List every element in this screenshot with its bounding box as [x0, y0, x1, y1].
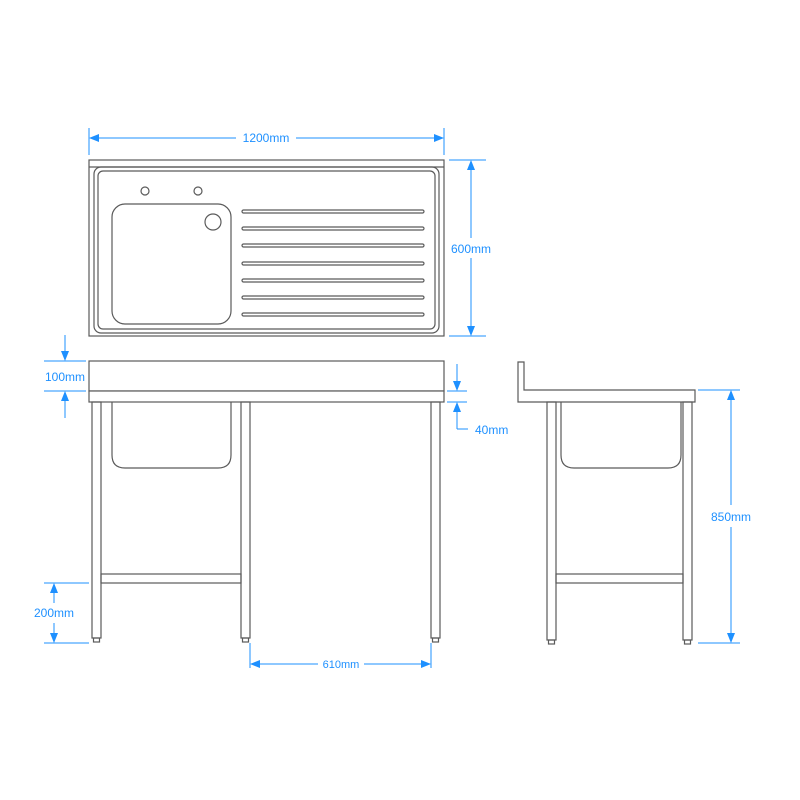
top-thickness-label: 40mm — [475, 423, 508, 437]
dim-depth: 600mm — [449, 159, 491, 337]
depth-label: 600mm — [451, 242, 491, 256]
leg-spacing-label: 610mm — [323, 659, 360, 671]
dim-top-thickness: 40mm — [447, 364, 508, 437]
dim-height: 850mm — [698, 389, 751, 644]
width-label: 1200mm — [243, 131, 290, 145]
drainer-grooves — [241, 209, 425, 317]
dim-undershelf: 200mm — [34, 582, 89, 644]
tap-hole-icon — [140, 186, 150, 196]
undershelf-label: 200mm — [34, 606, 74, 620]
front-view — [88, 360, 445, 643]
tap-hole-icon — [193, 186, 203, 196]
top-view — [88, 159, 445, 337]
dim-upstand: 100mm — [44, 335, 86, 418]
side-view — [517, 361, 696, 645]
sink-bowl — [111, 203, 232, 325]
dim-width: 1200mm — [88, 128, 445, 155]
height-label: 850mm — [711, 510, 751, 524]
drain-icon — [204, 213, 222, 231]
dim-leg-spacing: 610mm — [249, 643, 432, 671]
upstand-label: 100mm — [45, 370, 85, 384]
